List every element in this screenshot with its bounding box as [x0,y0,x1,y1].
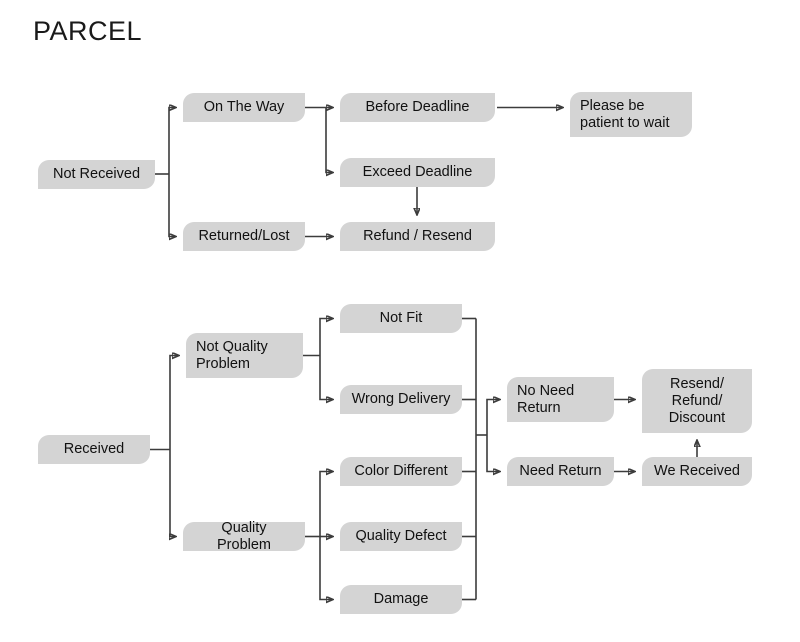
edge-received-split [150,356,179,537]
node-no-need-return[interactable]: No Need Return [507,377,614,422]
node-not-received[interactable]: Not Received [38,160,155,189]
node-refund-resend[interactable]: Refund / Resend [340,222,495,251]
node-not-quality-problem[interactable]: Not Quality Problem [186,333,303,378]
node-quality-problem[interactable]: Quality Problem [183,520,305,553]
node-exceed-deadline[interactable]: Exceed Deadline [340,158,495,187]
node-wrong-delivery[interactable]: Wrong Delivery [340,385,462,414]
edge-quality-problem-split [305,472,333,600]
node-we-received[interactable]: We Received [642,457,752,486]
page-title: PARCEL [33,16,143,46]
edge-not-quality-split [303,319,333,400]
edge-reasons-merge [462,317,500,601]
node-please-be-patient-to-wait[interactable]: Please be patient to wait [570,92,692,137]
node-not-fit[interactable]: Not Fit [340,304,462,333]
node-need-return[interactable]: Need Return [507,457,614,486]
node-quality-defect[interactable]: Quality Defect [340,522,462,551]
node-on-the-way[interactable]: On The Way [183,93,305,122]
node-before-deadline[interactable]: Before Deadline [340,93,495,122]
node-received[interactable]: Received [38,435,150,464]
edge-not-received-split [155,108,176,237]
node-color-different[interactable]: Color Different [340,457,462,486]
node-resend-refund-discount[interactable]: Resend/ Refund/ Discount [642,369,752,433]
node-damage[interactable]: Damage [340,585,462,614]
node-returned-lost[interactable]: Returned/Lost [183,222,305,251]
edge-on-the-way-split [305,108,333,173]
